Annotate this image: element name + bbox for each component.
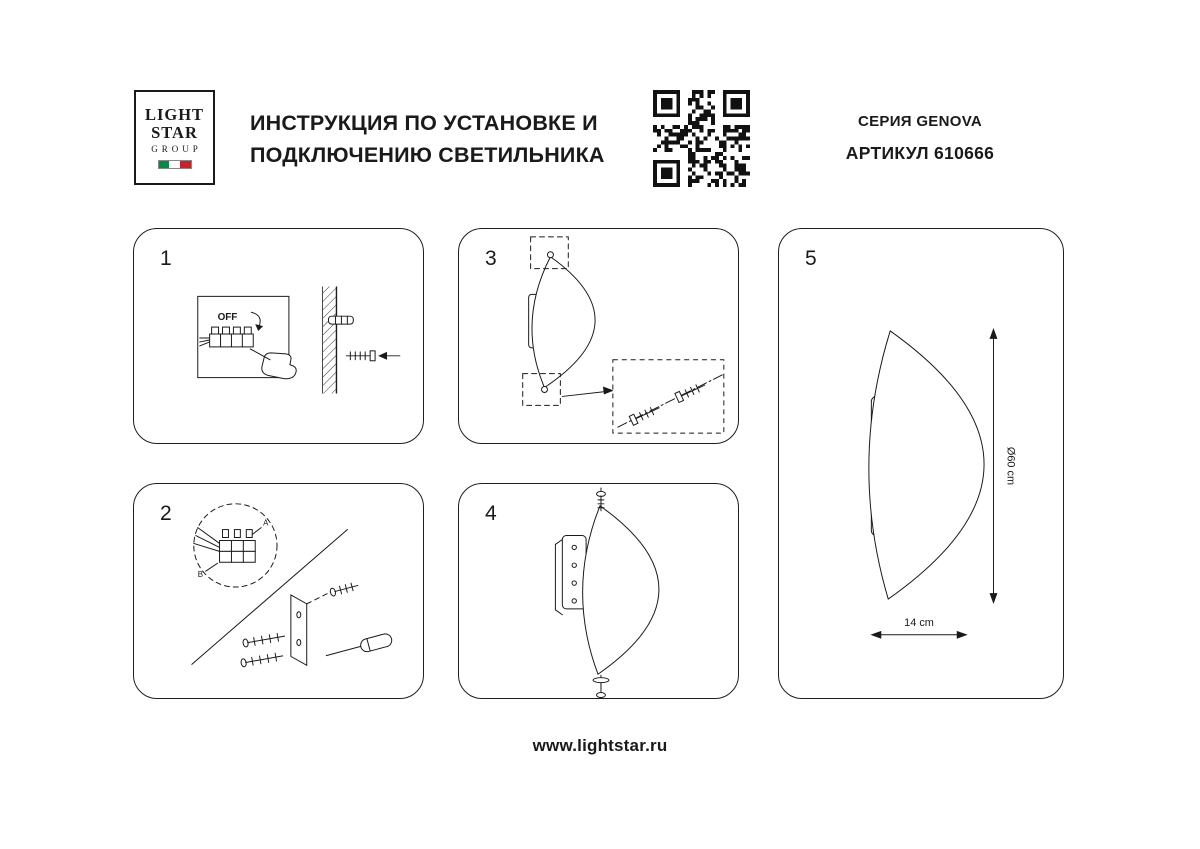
hand-icon — [249, 348, 297, 380]
logo-word-star: STAR — [151, 123, 198, 142]
logo-word-group: GROUP — [151, 143, 202, 154]
italy-flag-icon — [157, 159, 192, 169]
step2-diagram: A B — [191, 503, 393, 668]
callout-arrow-icon — [561, 386, 614, 397]
title-line-2: ПОДКЛЮЧЕНИЮ СВЕТИЛЬНИКА — [250, 143, 605, 168]
step3-diagram — [522, 236, 726, 434]
step-number: 5 — [805, 247, 817, 270]
step-panel-2: 2 A B — [133, 483, 424, 699]
depth-label: 14 cm — [904, 617, 934, 629]
step-number: 3 — [485, 247, 497, 270]
callout-bottom-fixing — [522, 373, 561, 406]
wires-icon — [199, 337, 211, 347]
step-number: 2 — [160, 502, 172, 525]
step-panel-1: 1 OFF — [133, 228, 424, 444]
logo-word-light: LIGHT — [144, 105, 205, 125]
screw-icon-top — [596, 490, 606, 512]
screw-icon — [242, 632, 286, 648]
wall-line — [191, 529, 348, 665]
step-number: 4 — [485, 502, 497, 525]
qr-finder-bottom-left — [653, 159, 681, 187]
page-title: ИНСТРУКЦИЯ ПО УСТАНОВКЕ И ПОДКЛЮЧЕНИЮ СВ… — [250, 107, 605, 172]
screw-icon — [345, 350, 376, 362]
wall-plate-icon — [554, 535, 587, 616]
article-label: АРТИКУЛ 610666 — [845, 143, 995, 163]
dimension-depth: 14 cm — [870, 617, 968, 639]
website-url: www.lightstar.ru — [532, 736, 668, 755]
series-label: СЕРИЯ GENOVA — [857, 113, 983, 130]
lamp-shade-outline — [868, 330, 985, 600]
step-panel-5: 5 Ø60 cm 14 cm — [778, 228, 1064, 699]
arrow-down-icon — [255, 324, 264, 332]
qr-finder-top-left — [653, 90, 681, 118]
title-line-1: ИНСТРУКЦИЯ ПО УСТАНОВКЕ И — [250, 111, 598, 135]
screw-icon — [628, 407, 660, 426]
step1-diagram: OFF — [197, 286, 401, 394]
terminal-block-icon — [209, 326, 254, 348]
arrow-left-icon — [378, 351, 401, 360]
label-a: A — [263, 519, 269, 528]
qr-code — [653, 90, 750, 187]
screw-icon — [240, 652, 284, 668]
qr-modules — [653, 90, 750, 187]
dimension-diameter: Ø60 cm — [989, 327, 1016, 605]
step-panel-4: 4 — [458, 483, 739, 699]
step-panel-3: 3 — [458, 228, 739, 444]
diameter-label: Ø60 cm — [1004, 447, 1016, 485]
wires-icon — [193, 527, 221, 552]
screw-icon — [674, 384, 706, 404]
step-number: 1 — [160, 247, 172, 270]
bolt-icon — [329, 582, 359, 597]
off-label: OFF — [218, 312, 238, 323]
step5-diagram: Ø60 cm 14 cm — [868, 327, 1016, 639]
qr-finder-top-right — [722, 90, 750, 118]
wire-connector-detail: A B — [193, 503, 278, 588]
wall-hatch — [322, 286, 337, 394]
lightstar-logo: LIGHT STAR GROUP — [134, 90, 215, 185]
screwdriver-icon — [325, 633, 393, 657]
wall-anchor-detail — [322, 286, 401, 394]
screw-icon-bottom — [592, 677, 610, 698]
step4-diagram — [554, 487, 660, 698]
screw-detail-box — [612, 359, 726, 434]
dowel-icon — [328, 315, 354, 325]
label-b: B — [198, 570, 203, 579]
callout-top-fixing — [530, 236, 569, 270]
bracket-mounting-detail — [240, 582, 393, 668]
lamp-shade-outline — [582, 505, 660, 675]
power-off-detail: OFF — [197, 295, 297, 380]
product-info: СЕРИЯ GENOVA АРТИКУЛ 610666 — [805, 113, 1035, 164]
lamp-shade-outline — [528, 251, 596, 393]
